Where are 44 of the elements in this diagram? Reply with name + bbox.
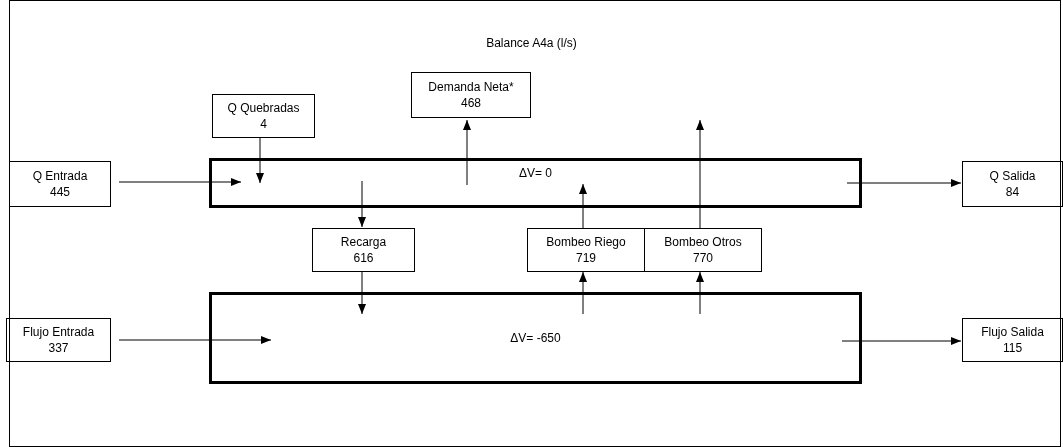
- arrow: [118, 336, 272, 344]
- flow-value: 468: [461, 95, 481, 111]
- flow-box: [962, 318, 1063, 362]
- flow-value: 115: [1002, 340, 1023, 356]
- flow-box: [312, 228, 415, 272]
- arrow: [358, 271, 366, 315]
- flow-box: [6, 318, 111, 362]
- flow-value: 4: [260, 116, 267, 132]
- reservoir-box: [209, 292, 862, 384]
- flow-value: 337: [48, 340, 69, 356]
- flow-box: [527, 228, 645, 272]
- flow-name: Flujo Salida: [981, 324, 1044, 340]
- flow-value: 84: [1005, 184, 1020, 200]
- flow-name: Bombeo Riego: [546, 234, 626, 250]
- flow-name: Q Salida: [989, 168, 1036, 184]
- flow-value: 445: [50, 184, 70, 200]
- flow-box: [962, 161, 1063, 207]
- flow-name: Q Quebradas: [227, 100, 300, 116]
- flow-box: [9, 161, 111, 207]
- arrow: [579, 183, 587, 229]
- flow-name: Flujo Entrada: [22, 324, 95, 340]
- reservoir-box: [209, 158, 862, 208]
- arrow: [463, 119, 471, 186]
- flow-box: [212, 94, 315, 138]
- flow-box: [411, 72, 531, 118]
- arrow: [696, 119, 704, 229]
- arrow: [841, 337, 962, 345]
- arrow: [256, 137, 264, 184]
- arrow: [579, 271, 587, 315]
- flow-value: 616: [353, 250, 374, 266]
- diagram-title: Balance A4a (l/s): [486, 36, 577, 50]
- flow-name: Q Entrada: [32, 168, 88, 184]
- arrow: [846, 179, 962, 187]
- flow-value: 770: [693, 250, 713, 266]
- flow-name: ΔV= -650: [510, 330, 561, 346]
- arrow: [118, 178, 242, 186]
- arrow: [358, 180, 366, 228]
- flow-name: Bombeo Otros: [664, 234, 742, 250]
- flow-box: [644, 228, 762, 272]
- flow-name: Demanda Neta*: [428, 79, 514, 95]
- flow-name: Recarga: [340, 234, 387, 250]
- flow-value: 719: [576, 250, 596, 266]
- arrow: [696, 271, 704, 315]
- flow-name: ΔV= 0: [518, 165, 552, 181]
